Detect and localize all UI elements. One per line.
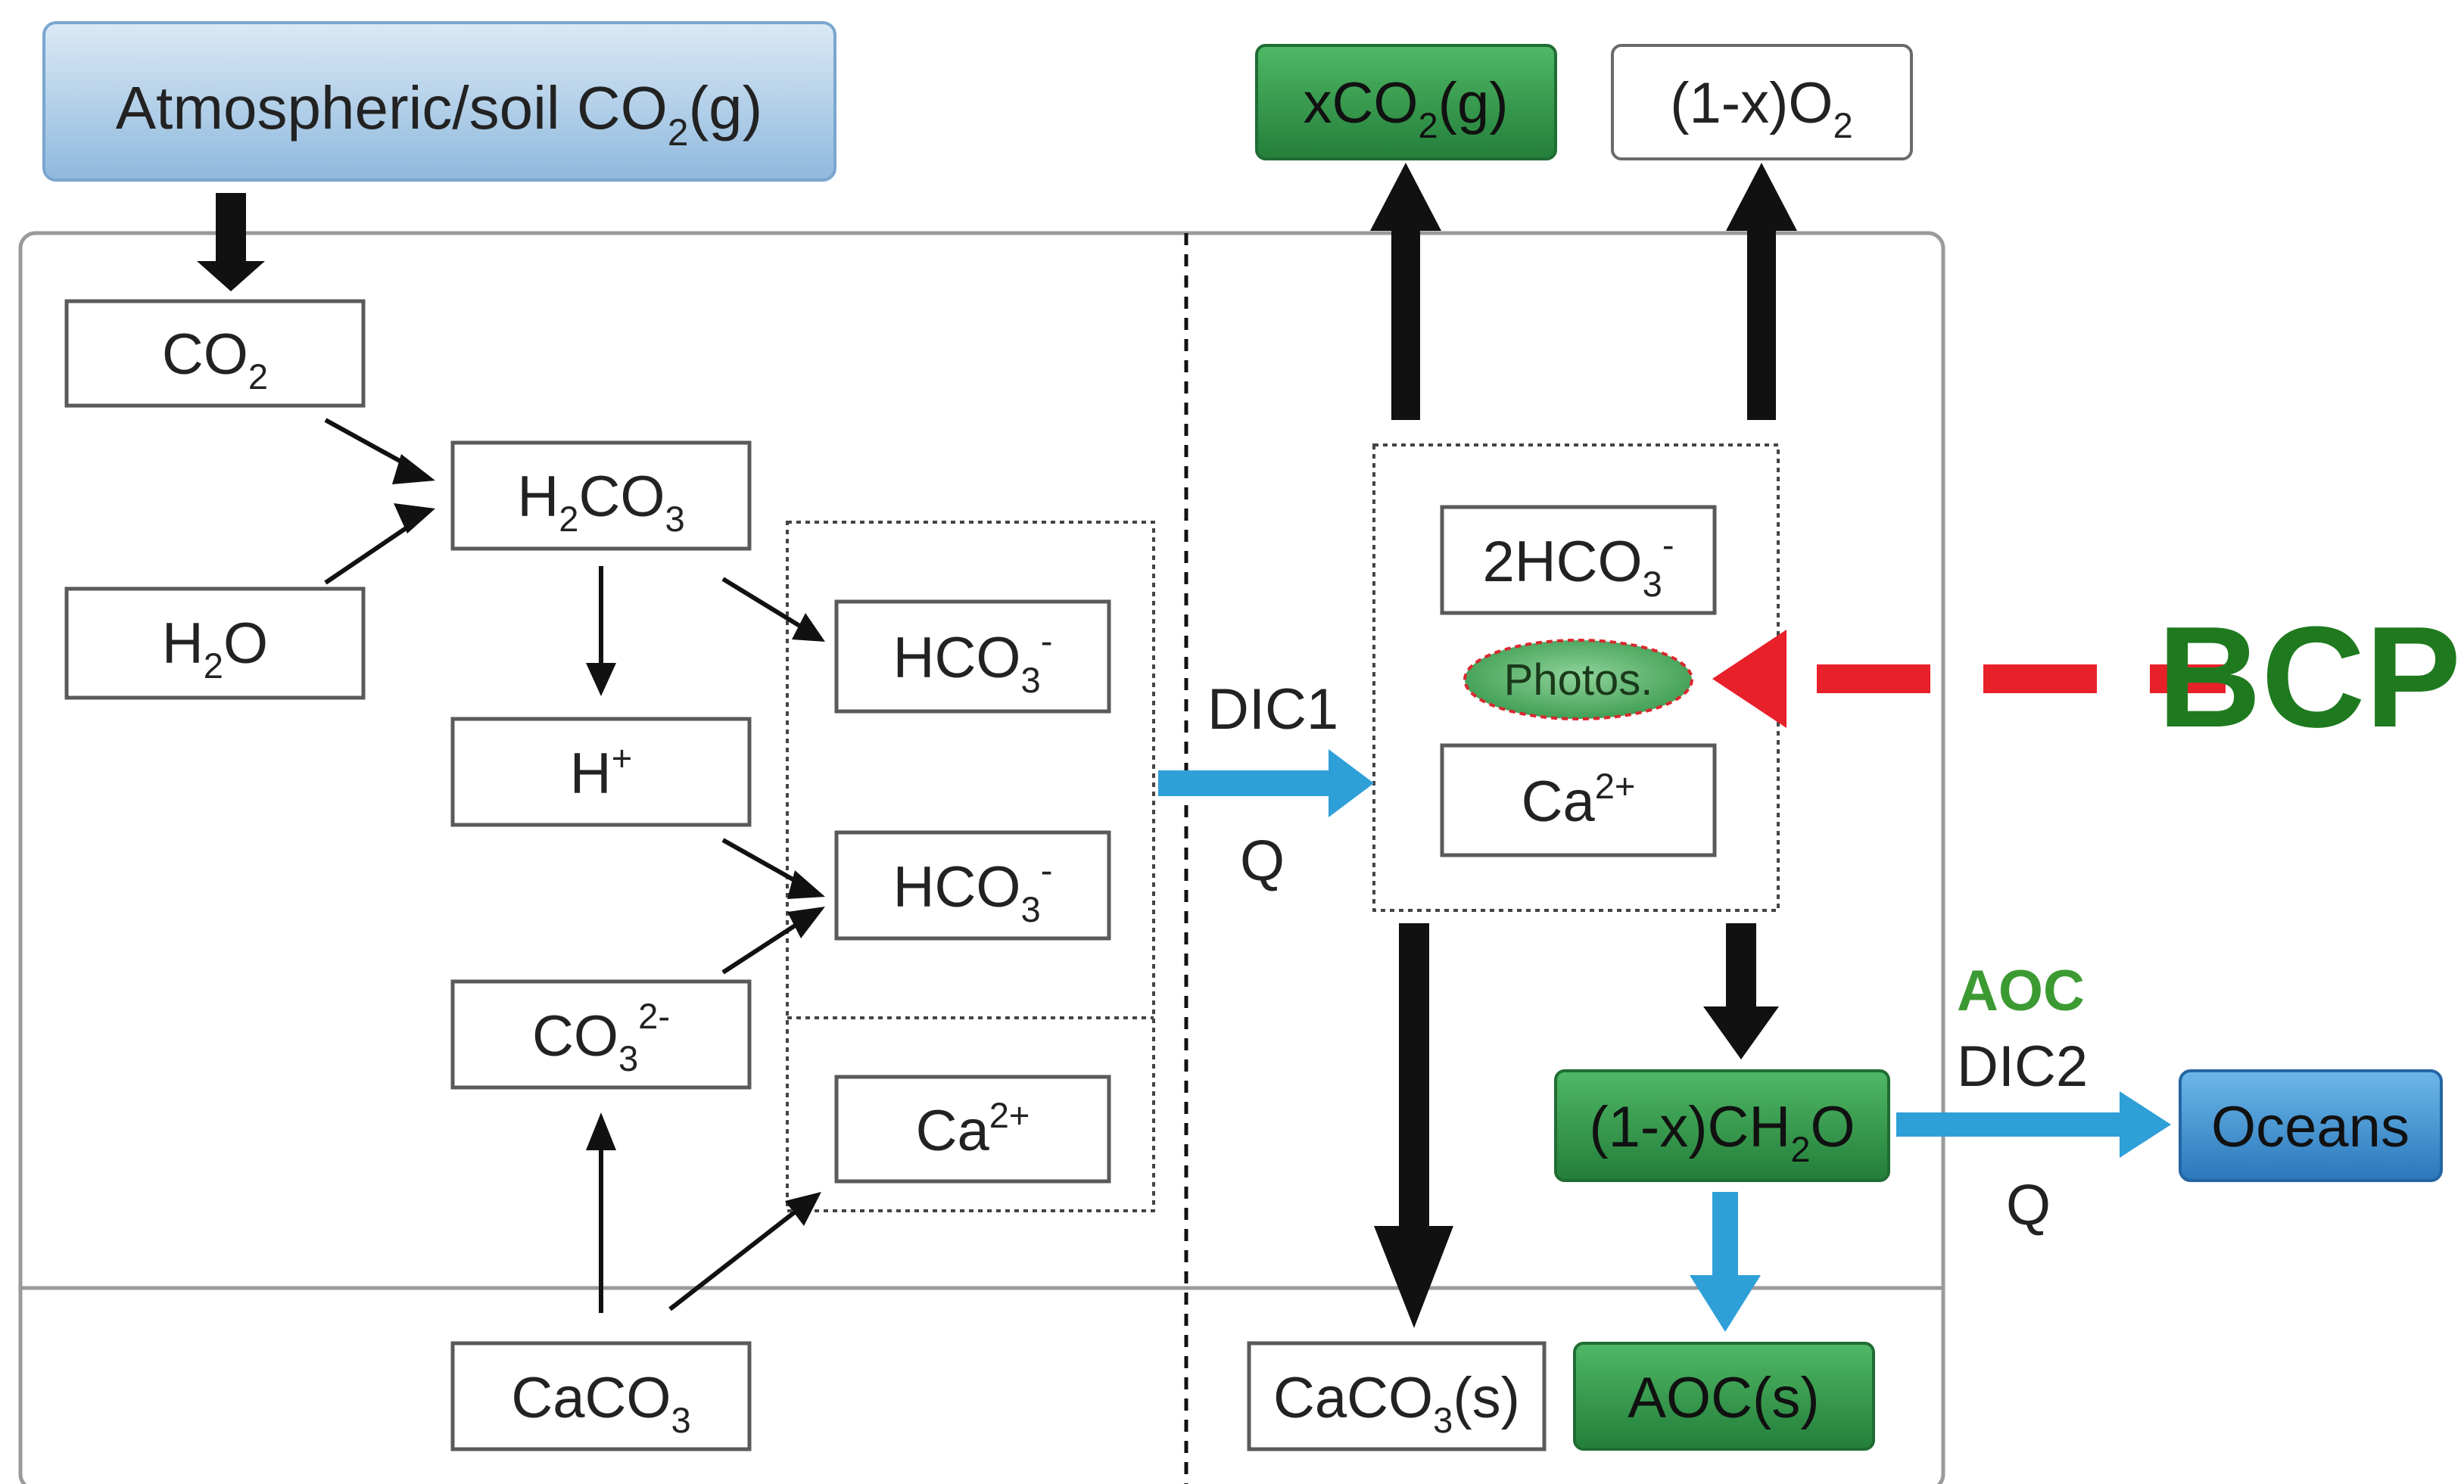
q-label-dic2: Q xyxy=(2006,1173,2051,1237)
thin-arrowheads xyxy=(392,454,825,1226)
caco3-solid-box: CaCO3(s) xyxy=(1247,1341,1547,1451)
dic1-label: DIC1 xyxy=(1207,677,1338,742)
svg-text:H2CO3: H2CO3 xyxy=(517,465,684,539)
ca-box-left: Ca2+ xyxy=(834,1075,1111,1184)
xco2-gas-box: xCO2(g) xyxy=(1255,44,1557,160)
oceans-box: Oceans xyxy=(2179,1069,2443,1182)
h2co3-box: H2CO3 xyxy=(450,440,752,551)
svg-text:CO2: CO2 xyxy=(162,322,268,397)
arrow-to-aoc-solid xyxy=(1690,1192,1761,1332)
arrow-to-oxygen xyxy=(1726,163,1797,420)
aoc-solid-box: AOC(s) xyxy=(1573,1342,1875,1451)
svg-text:2HCO3-: 2HCO3- xyxy=(1482,524,1674,604)
photosynthesis-ellipse: Photos. xyxy=(1463,639,1693,720)
2hco3-box: 2HCO3- xyxy=(1440,505,1717,615)
svg-text:CaCO3(s): CaCO3(s) xyxy=(1273,1366,1520,1440)
ch2o-box: (1-x)CH2O xyxy=(1554,1069,1890,1182)
aoc-label: AOC xyxy=(1957,959,2085,1023)
arrow-atmo-to-co2 xyxy=(197,193,265,291)
dissolved-group-box xyxy=(786,521,1155,1212)
svg-text:CO32-: CO32- xyxy=(532,996,670,1078)
atmospheric-co2-box: Atmospheric/soil CO2(g) xyxy=(42,21,836,182)
q-label-dic1: Q xyxy=(1240,829,1285,893)
dic2-label: DIC2 xyxy=(1957,1034,2088,1099)
svg-text:H2O: H2O xyxy=(162,611,268,686)
svg-text:Photos.: Photos. xyxy=(1504,655,1653,705)
svg-text:HCO3-: HCO3- xyxy=(893,621,1053,700)
svg-text:Ca2+: Ca2+ xyxy=(1522,766,1636,834)
svg-text:(1-x)CH2O: (1-x)CH2O xyxy=(1589,1095,1855,1169)
svg-text:AOC(s): AOC(s) xyxy=(1628,1366,1819,1430)
bcp-dashed-arrow xyxy=(1712,630,2226,728)
arrow-to-xco2 xyxy=(1370,163,1441,420)
svg-text:(1-x)O2: (1-x)O2 xyxy=(1670,71,1853,145)
svg-text:xCO2(g): xCO2(g) xyxy=(1303,71,1508,145)
arrow-to-ch2o xyxy=(1703,923,1779,1059)
ca-box-right: Ca2+ xyxy=(1440,743,1717,857)
svg-text:HCO3-: HCO3- xyxy=(893,850,1053,929)
svg-text:H+: H+ xyxy=(570,738,632,806)
svg-text:CaCO3: CaCO3 xyxy=(511,1366,690,1440)
caco3-box: CaCO3 xyxy=(450,1341,752,1451)
co3-2minus-box: CO32- xyxy=(450,979,752,1090)
oxygen-box: (1-x)O2 xyxy=(1611,44,1913,160)
hco3-box-lower: HCO3- xyxy=(834,830,1111,941)
thin-arrows xyxy=(324,418,802,1313)
arrow-to-caco3-solid xyxy=(1374,923,1453,1328)
hco3-box-upper: HCO3- xyxy=(834,599,1111,714)
system-frame xyxy=(18,231,1945,1484)
h2o-box: H2O xyxy=(64,586,366,700)
arrow-dic1-flow xyxy=(1158,749,1374,817)
arrow-dic2-flow xyxy=(1896,1091,2171,1158)
svg-text:Ca2+: Ca2+ xyxy=(916,1095,1030,1163)
h-plus-box: H+ xyxy=(450,717,752,827)
co2-box: CO2 xyxy=(64,299,366,408)
svg-text:Oceans: Oceans xyxy=(2211,1095,2409,1159)
svg-text:Atmospheric/soil CO2(g): Atmospheric/soil CO2(g) xyxy=(116,74,762,154)
bcp-label: BCP xyxy=(2157,597,2461,758)
